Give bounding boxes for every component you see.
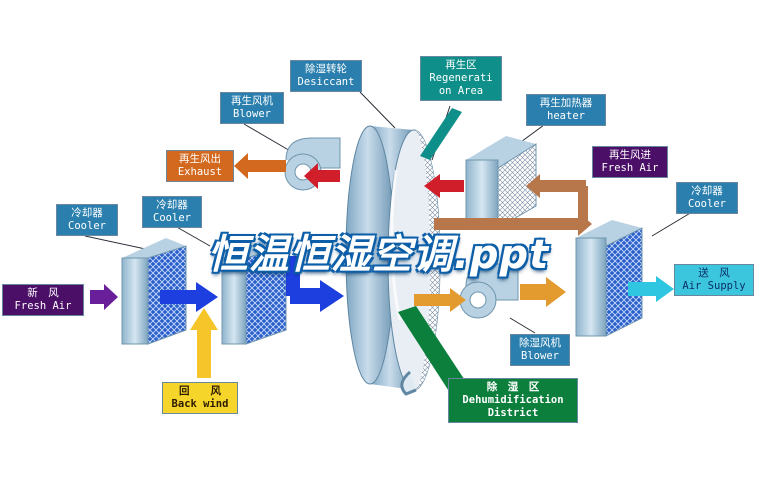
label-regeneration-fresh-air: 再生风进 Fresh Air <box>592 146 668 178</box>
label-desiccant: 除湿转轮 Desiccant <box>290 60 362 92</box>
label-cooler-3-cn: 冷却器 <box>691 185 723 197</box>
label-regen-heater-en: heater <box>547 110 585 122</box>
label-fresh-air-en: Fresh Air <box>14 300 72 312</box>
regeneration-heater <box>465 136 537 229</box>
label-fresh-air-in-en: Fresh Air <box>601 162 659 174</box>
label-cooler-3-en: Cooler <box>688 198 726 210</box>
label-exhaust-en: Exhaust <box>177 166 223 178</box>
label-dehum-blower-cn: 除湿风机 <box>519 337 561 349</box>
label-fresh-air-cn: 新 风 <box>27 287 59 299</box>
regen-area-pointer <box>420 108 462 160</box>
label-back-wind-cn: 回 风 <box>179 385 221 397</box>
label-regeneration-blower: 再生风机 Blower <box>220 92 284 124</box>
label-dehum-district-en1: Dehumidification <box>462 394 564 406</box>
label-cooler-2: 冷却器 Cooler <box>142 196 202 228</box>
blower-to-cooler-arrow <box>520 277 566 307</box>
flow-arrow-blue-1 <box>160 282 218 312</box>
label-back-wind-en: Back wind <box>171 398 229 410</box>
dehum-district-pointer <box>398 306 470 396</box>
label-fresh-air-in-cn: 再生风进 <box>609 149 651 161</box>
desiccant-wheel <box>345 125 441 396</box>
label-fresh-air: 新 风 Fresh Air <box>2 284 84 316</box>
label-cooler-2-en: Cooler <box>153 212 191 224</box>
label-supply-cn: 送 风 <box>698 267 730 279</box>
label-supply-en: Air Supply <box>682 280 746 292</box>
air-supply-arrow <box>628 276 674 302</box>
label-cooler-1-cn: 冷却器 <box>71 207 103 219</box>
flow-arrow-blue-2 <box>290 280 344 312</box>
label-desiccant-cn: 除湿转轮 <box>305 63 347 75</box>
label-regen-heater-cn: 再生加热器 <box>539 97 593 109</box>
label-cooler-1-en: Cooler <box>68 220 106 232</box>
label-regeneration-heater: 再生加热器 heater <box>526 94 606 126</box>
cooler-unit-2 <box>221 240 287 345</box>
heater-to-wheel-arrow <box>424 174 464 198</box>
dehum-flow-arrow <box>414 288 466 312</box>
label-cooler-3: 冷却器 Cooler <box>676 182 738 214</box>
label-regen-area-en1: Regenerati <box>429 72 493 84</box>
label-desiccant-en: Desiccant <box>297 76 355 88</box>
label-dehumidification-district: 除 湿 区 Dehumidification District <box>448 378 578 423</box>
regen-fresh-arrow <box>526 174 586 198</box>
label-cooler-1: 冷却器 Cooler <box>56 204 118 236</box>
label-regen-area-en2: on Area <box>438 85 484 97</box>
label-regeneration-area: 再生区 Regenerati on Area <box>420 56 502 101</box>
label-regen-blower-cn: 再生风机 <box>231 95 273 107</box>
watermark-title: 恒温恒湿空调.ppt <box>207 232 550 278</box>
regen-return-arrow <box>434 212 592 236</box>
dehumidification-blower <box>459 263 519 319</box>
label-cooler-2-cn: 冷却器 <box>156 199 188 211</box>
label-back-wind: 回 风 Back wind <box>162 382 238 414</box>
fresh-air-arrow <box>90 284 118 310</box>
label-regen-area-cn: 再生区 <box>445 59 477 71</box>
cooler-unit-3 <box>575 220 643 337</box>
exhaust-arrow-red <box>304 163 340 189</box>
label-dehumidification-blower: 除湿风机 Blower <box>510 334 570 366</box>
label-dehum-district-cn: 除 湿 区 <box>486 381 540 393</box>
label-exhaust-cn: 再生风出 <box>179 153 221 165</box>
label-regen-blower-en: Blower <box>233 108 271 120</box>
arrows <box>90 108 674 396</box>
back-wind-arrow <box>190 308 218 378</box>
exhaust-out-arrow <box>234 153 286 179</box>
label-exhaust: 再生风出 Exhaust <box>166 150 234 182</box>
label-dehum-blower-en: Blower <box>521 350 559 362</box>
label-air-supply: 送 风 Air Supply <box>674 264 754 296</box>
label-dehum-district-en2: District <box>487 407 539 419</box>
